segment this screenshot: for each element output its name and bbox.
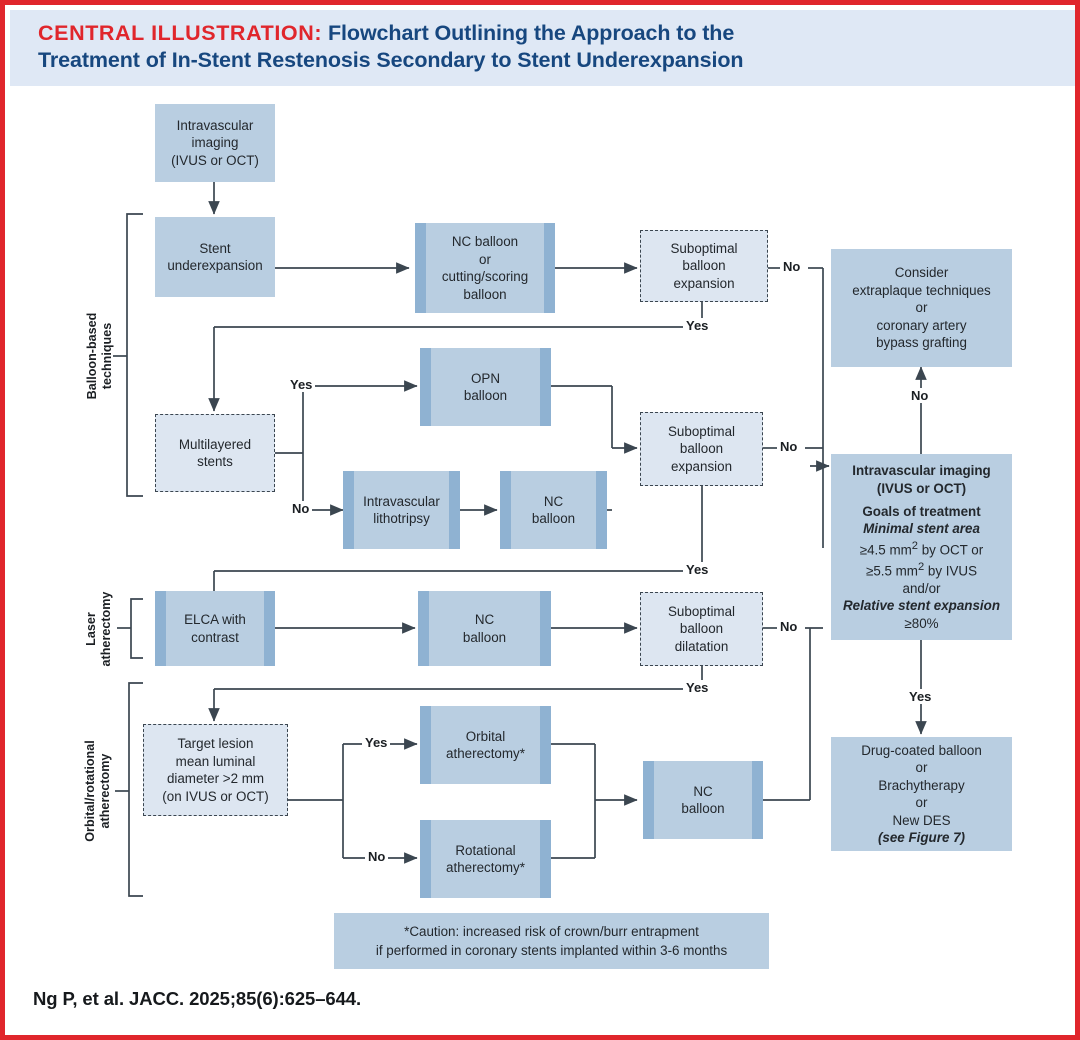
node-rotational-atherectomy[interactable]: Rotational atherectomy* — [420, 820, 551, 898]
node-final-treatment[interactable]: Drug-coated balloon or Brachytherapy or … — [831, 737, 1012, 851]
goals-title: Intravascular imaging (IVUS or OCT) — [852, 463, 991, 496]
group-label-balloon-based: Balloon-based techniques — [85, 312, 114, 400]
header-title-part-1: Flowchart Outlining the Approach to the — [322, 21, 735, 45]
edge-label-yes-goals: Yes — [906, 689, 935, 704]
node-goals-of-treatment[interactable]: Intravascular imaging (IVUS or OCT) Goal… — [831, 454, 1012, 640]
goals-msa-label: Minimal stent area — [863, 521, 980, 537]
see-figure-7-note: (see Figure 7) — [877, 830, 966, 845]
flowchart-canvas: Balloon-based techniques Laser atherecto… — [5, 86, 1075, 976]
header-line-2: Treatment of In-Stent Restenosis Seconda… — [38, 48, 744, 72]
caution-note: *Caution: increased risk of crown/burr e… — [334, 913, 769, 969]
goals-msa-oct: ≥4.5 mm2 by OCT or — [859, 539, 984, 558]
edge-label-yes-1: Yes — [683, 318, 712, 333]
edge-label-no-goals: No — [908, 388, 932, 403]
header-line-1: CENTRAL ILLUSTRATION: Flowchart Outlinin… — [38, 20, 1075, 47]
node-nc-or-cutting-scoring-balloon[interactable]: NC balloon or cutting/scoring balloon — [415, 223, 555, 313]
goals-heading: Goals of treatment — [862, 503, 981, 519]
citation: Ng P, et al. JACC. 2025;85(6):625–644. — [33, 988, 362, 1009]
edge-label-no-multilayered: No — [289, 501, 313, 516]
node-nc-balloon-3[interactable]: NC balloon — [418, 591, 551, 666]
edge-label-yes-2: Yes — [683, 562, 712, 577]
goals-rse-label: Relative stent expansion — [842, 598, 1001, 613]
node-consider-extraplaque[interactable]: Consider extraplaque techniques or coron… — [831, 249, 1012, 367]
edge-label-no-3: No — [777, 619, 801, 634]
node-nc-balloon-4[interactable]: NC balloon — [643, 761, 763, 839]
node-opn-balloon[interactable]: OPN balloon — [420, 348, 551, 426]
node-target-lesion-diameter[interactable]: Target lesion mean luminal diameter >2 m… — [143, 724, 288, 816]
node-multilayered-stents[interactable]: Multilayered stents — [155, 414, 275, 492]
node-nc-balloon-2[interactable]: NC balloon — [500, 471, 607, 549]
goals-andor: and/or — [902, 580, 941, 596]
figure-header: CENTRAL ILLUSTRATION: Flowchart Outlinin… — [10, 10, 1075, 86]
group-label-laser-atherectomy: Laser atherectomy — [84, 591, 113, 667]
edge-label-no-2: No — [777, 439, 801, 454]
node-suboptimal-balloon-dilatation[interactable]: Suboptimal balloon dilatation — [640, 592, 763, 666]
node-suboptimal-balloon-expansion-1[interactable]: Suboptimal balloon expansion — [640, 230, 768, 302]
edge-label-yes-orbital: Yes — [362, 735, 391, 750]
edge-label-no-1: No — [780, 259, 804, 274]
node-suboptimal-balloon-expansion-2[interactable]: Suboptimal balloon expansion — [640, 412, 763, 486]
edge-label-yes-3: Yes — [683, 680, 712, 695]
node-orbital-atherectomy[interactable]: Orbital atherectomy* — [420, 706, 551, 784]
node-intravascular-imaging-start[interactable]: Intravascular imaging (IVUS or OCT) — [155, 104, 275, 182]
header-prefix: CENTRAL ILLUSTRATION: — [38, 21, 323, 45]
node-intravascular-lithotripsy[interactable]: Intravascular lithotripsy — [343, 471, 460, 549]
node-stent-underexpansion[interactable]: Stent underexpansion — [155, 217, 275, 297]
edge-label-yes-multilayered: Yes — [287, 377, 316, 392]
edge-label-no-rotational: No — [365, 849, 389, 864]
goals-rse-value: ≥80% — [904, 615, 939, 631]
node-elca-with-contrast[interactable]: ELCA with contrast — [155, 591, 275, 666]
goals-msa-ivus: ≥5.5 mm2 by IVUS — [865, 560, 978, 578]
group-label-orbital-rotational: Orbital/rotational atherectomy — [83, 740, 112, 842]
